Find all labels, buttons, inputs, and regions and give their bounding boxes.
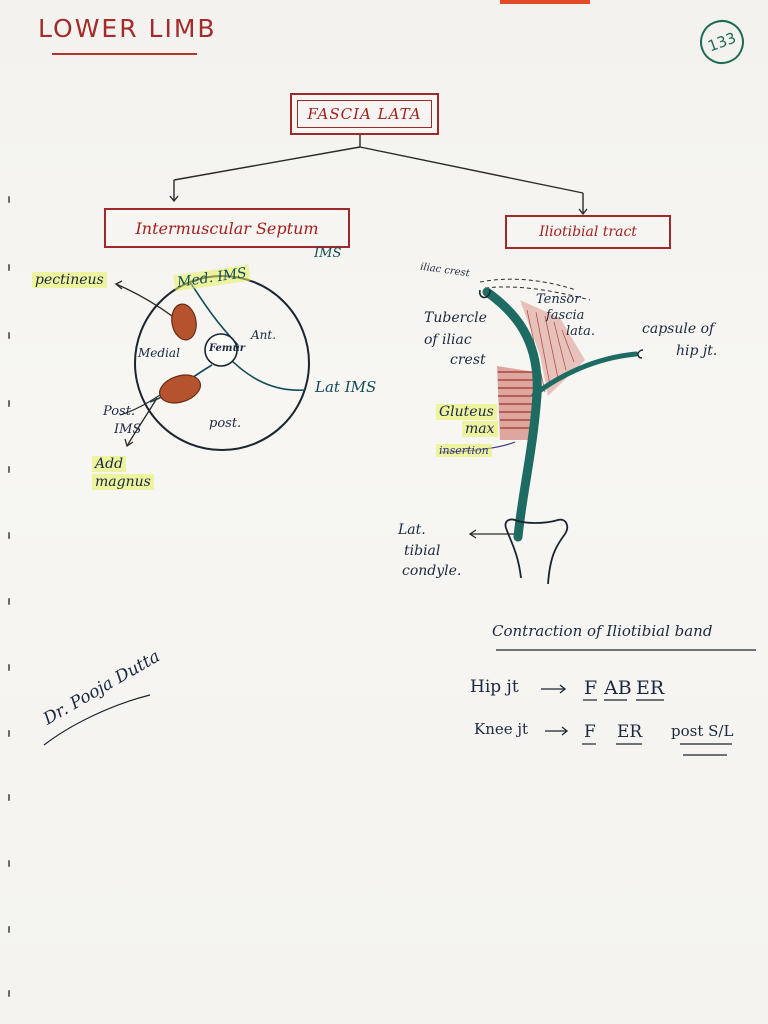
capsule-label-line1: capsule of bbox=[642, 321, 715, 337]
red-tab-mark bbox=[500, 0, 590, 4]
hip-action-er: ER bbox=[636, 677, 665, 699]
page-title: LOWER LIMB bbox=[38, 14, 217, 43]
iliotibial-tract-figure bbox=[439, 278, 644, 585]
knee-joint-label: Knee jt bbox=[474, 720, 529, 738]
add-magnus-label-line2: magnus bbox=[92, 474, 154, 490]
insertion-label: insertion bbox=[436, 444, 492, 457]
knee-action-f: F bbox=[584, 722, 596, 742]
underlines bbox=[496, 649, 756, 756]
femur-label: Femur bbox=[209, 343, 246, 354]
add-magnus-label-line1: Add bbox=[92, 456, 127, 472]
fascia-lata-box: FASCIA LATA bbox=[290, 93, 439, 135]
gluteus-label-line1: Gluteus bbox=[436, 404, 497, 420]
post-ims-label-line1: Post. bbox=[103, 404, 136, 419]
tubercle-label-line2: of iliac bbox=[424, 332, 472, 348]
lat-tibial-label-line2: tibial bbox=[404, 543, 441, 559]
tubercle-label-line3: crest bbox=[450, 352, 486, 368]
title-underline bbox=[52, 53, 197, 55]
tree-connectors bbox=[169, 131, 588, 216]
medial-label: Medial bbox=[138, 346, 180, 360]
hip-action-ab: AB bbox=[604, 677, 632, 699]
iliotibial-tract-box: Iliotibial tract bbox=[505, 215, 671, 249]
lat-ims-label: Lat IMS bbox=[315, 378, 377, 396]
hip-joint-label: Hip jt bbox=[470, 677, 519, 697]
ims-note: IMS bbox=[314, 246, 342, 261]
capsule-label-line2: hip jt. bbox=[676, 343, 718, 359]
knee-action-er: ER bbox=[617, 722, 643, 742]
tubercle-label-line1: Tubercle bbox=[424, 310, 487, 326]
intermuscular-septum-box: Intermuscular Septum bbox=[104, 208, 350, 248]
tensor-label-line3: lata. bbox=[566, 324, 596, 339]
tensor-label-line1: Tensor bbox=[536, 292, 581, 307]
knee-action-post: post S/L bbox=[671, 722, 734, 740]
post-label: post. bbox=[209, 416, 242, 431]
action-arrows bbox=[541, 684, 569, 736]
lat-tibial-label-line1: Lat. bbox=[398, 522, 426, 538]
pectineus-label: pectineus bbox=[32, 272, 107, 288]
contraction-heading: Contraction of Iliotibial band bbox=[492, 622, 713, 640]
fascia-lata-label: FASCIA LATA bbox=[297, 100, 432, 128]
margin-binding-marks bbox=[0, 0, 14, 1024]
ant-label: Ant. bbox=[251, 328, 277, 342]
tensor-label-line2: fascia bbox=[546, 308, 585, 323]
lat-tibial-label-line3: condyle. bbox=[402, 563, 462, 579]
hip-action-f: F bbox=[584, 677, 598, 699]
signature-flourish bbox=[43, 694, 151, 746]
post-ims-label-line2: IMS bbox=[114, 422, 142, 437]
gluteus-label-line2: max bbox=[462, 421, 498, 437]
